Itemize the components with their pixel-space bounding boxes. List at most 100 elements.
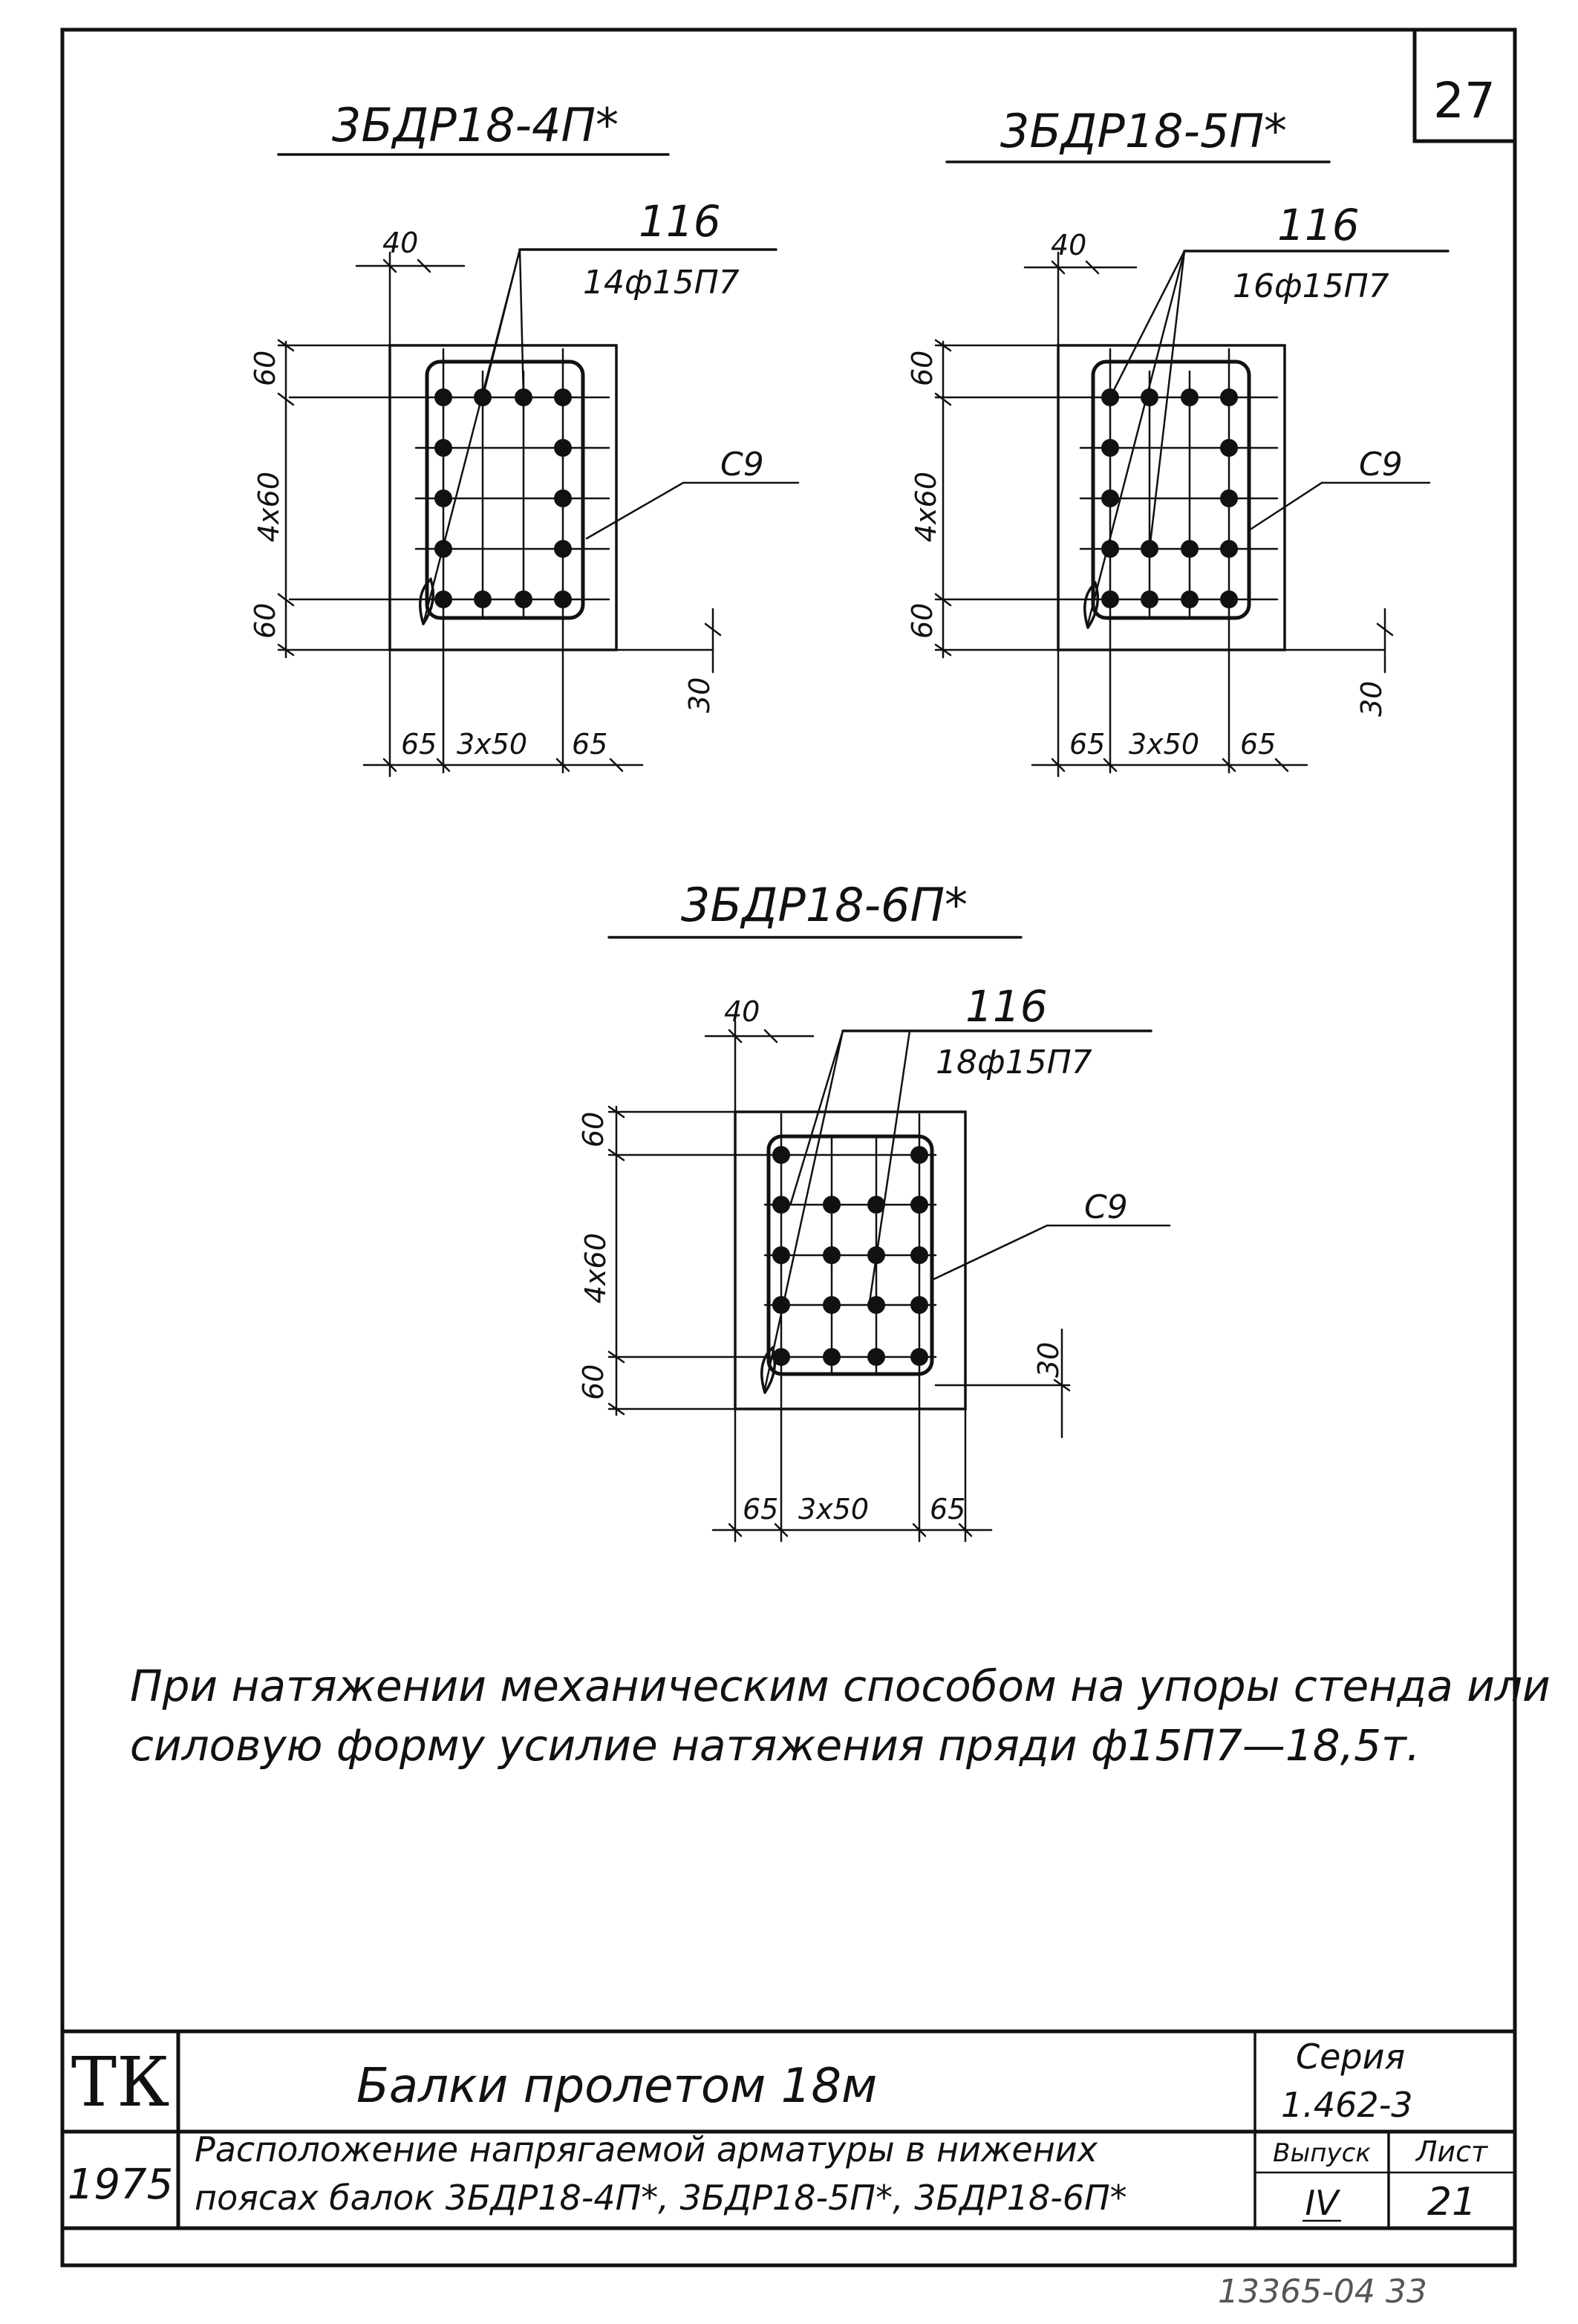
dim-cover: 30 bbox=[1032, 1342, 1065, 1378]
dim-middle: 4x60 bbox=[252, 472, 285, 542]
strand bbox=[434, 439, 452, 457]
strand bbox=[823, 1348, 841, 1366]
dim-left: 65 bbox=[1069, 728, 1105, 761]
section-5p: 3БДР18-5П* 116 16ф15П7 С9 bbox=[906, 104, 1450, 778]
top-dimension bbox=[355, 251, 466, 351]
dim-left-offset: 40 bbox=[724, 995, 760, 1028]
strand bbox=[434, 540, 452, 558]
strand bbox=[772, 1196, 790, 1214]
strand bbox=[772, 1348, 790, 1366]
strand bbox=[1181, 388, 1199, 406]
section-6p: 3БДР18-6П* 116 18ф15П7 С9 bbox=[577, 878, 1171, 1543]
dim-top: 60 bbox=[249, 351, 281, 386]
issue-value: IV bbox=[1305, 2183, 1341, 2223]
sheet-number: 27 bbox=[1433, 72, 1496, 129]
dim-center: 3x50 bbox=[1129, 728, 1199, 761]
note-line-2: силовую форму усилие натяжения пряди ф15… bbox=[130, 1720, 1420, 1771]
sheet-label: Лист bbox=[1415, 2135, 1489, 2168]
strand bbox=[823, 1196, 841, 1214]
strand bbox=[823, 1296, 841, 1314]
archive-number: 13365-04 33 bbox=[1218, 2273, 1427, 2311]
dim-left-offset: 40 bbox=[1051, 229, 1086, 261]
dim-left: 65 bbox=[401, 728, 437, 761]
bar-grid bbox=[288, 348, 610, 774]
strands bbox=[1101, 388, 1238, 608]
dim-bottom: 60 bbox=[577, 1364, 610, 1400]
sheet-number-box: 27 bbox=[1412, 27, 1517, 143]
dim-center: 3x50 bbox=[798, 1493, 869, 1526]
dim-right: 65 bbox=[1240, 728, 1276, 761]
section-title: 3БДР18-6П* bbox=[681, 878, 968, 932]
strand bbox=[474, 590, 492, 608]
mark-label: 116 bbox=[1277, 200, 1360, 250]
mark-label: 116 bbox=[965, 981, 1048, 1032]
strand bbox=[554, 489, 572, 507]
dim-middle: 4x60 bbox=[910, 472, 942, 542]
year: 1975 bbox=[68, 2161, 174, 2209]
strand bbox=[910, 1296, 928, 1314]
dim-right: 65 bbox=[572, 728, 607, 761]
strand bbox=[515, 388, 532, 406]
strand bbox=[1101, 489, 1119, 507]
strand bbox=[1220, 540, 1238, 558]
mark-label: 116 bbox=[639, 196, 721, 247]
strand bbox=[1141, 388, 1158, 406]
dim-right: 65 bbox=[930, 1493, 965, 1526]
series-value: 1.462-3 bbox=[1281, 2085, 1413, 2125]
dim-cover: 30 bbox=[683, 677, 716, 713]
bars-spec: 16ф15П7 bbox=[1233, 267, 1389, 305]
strand bbox=[1220, 439, 1238, 457]
strand bbox=[867, 1246, 885, 1264]
section-title: 3БДР18-5П* bbox=[1000, 104, 1287, 158]
strand bbox=[823, 1246, 841, 1264]
strand bbox=[1141, 540, 1158, 558]
strand bbox=[772, 1146, 790, 1164]
stirrup bbox=[425, 359, 585, 620]
dim-cover: 30 bbox=[1355, 681, 1388, 717]
top-dimension bbox=[1023, 251, 1138, 351]
dim-top: 60 bbox=[906, 351, 939, 386]
strand bbox=[434, 489, 452, 507]
vertical-dimension bbox=[607, 1105, 1071, 1439]
strand bbox=[1101, 590, 1119, 608]
strand bbox=[554, 388, 572, 406]
dim-left-offset: 40 bbox=[382, 227, 418, 259]
bars-spec: 18ф15П7 bbox=[936, 1044, 1092, 1081]
horizontal-dimension bbox=[711, 1407, 993, 1543]
stirrup-label: С9 bbox=[1084, 1188, 1128, 1226]
strand bbox=[867, 1296, 885, 1314]
dim-bottom: 60 bbox=[249, 603, 281, 639]
strand bbox=[1220, 489, 1238, 507]
strand bbox=[515, 590, 532, 608]
drawing-title: Балки пролетом 18м bbox=[356, 2059, 877, 2114]
bars-spec: 14ф15П7 bbox=[583, 264, 740, 302]
strand bbox=[1181, 540, 1199, 558]
org-mark: ТК bbox=[71, 2043, 170, 2122]
strand bbox=[910, 1246, 928, 1264]
strand bbox=[910, 1146, 928, 1164]
stirrup-label: С9 bbox=[1359, 446, 1403, 484]
strand bbox=[1181, 590, 1199, 608]
description-line-1: Расположение напрягаемой арматуры в ниже… bbox=[195, 2129, 1098, 2170]
horizontal-dimension bbox=[362, 648, 644, 778]
bar-grid bbox=[934, 348, 1279, 774]
strand bbox=[434, 388, 452, 406]
strand bbox=[772, 1296, 790, 1314]
strand bbox=[1101, 388, 1119, 406]
strand bbox=[1101, 540, 1119, 558]
horizontal-dimension bbox=[1031, 648, 1308, 778]
sheet-value: 21 bbox=[1427, 2180, 1476, 2224]
strand bbox=[910, 1348, 928, 1366]
strand bbox=[1101, 439, 1119, 457]
stirrup bbox=[1091, 359, 1251, 620]
strand bbox=[1220, 388, 1238, 406]
dim-top: 60 bbox=[577, 1112, 610, 1148]
sheet-frame bbox=[60, 27, 1517, 2268]
section-title: 3БДР18-4П* bbox=[332, 98, 619, 152]
note-line-1: При натяжении механическим способом на у… bbox=[130, 1661, 1551, 1711]
issue-label: Выпуск bbox=[1273, 2138, 1371, 2168]
stirrup-label: С9 bbox=[720, 446, 764, 484]
strand bbox=[1220, 590, 1238, 608]
strand bbox=[554, 439, 572, 457]
